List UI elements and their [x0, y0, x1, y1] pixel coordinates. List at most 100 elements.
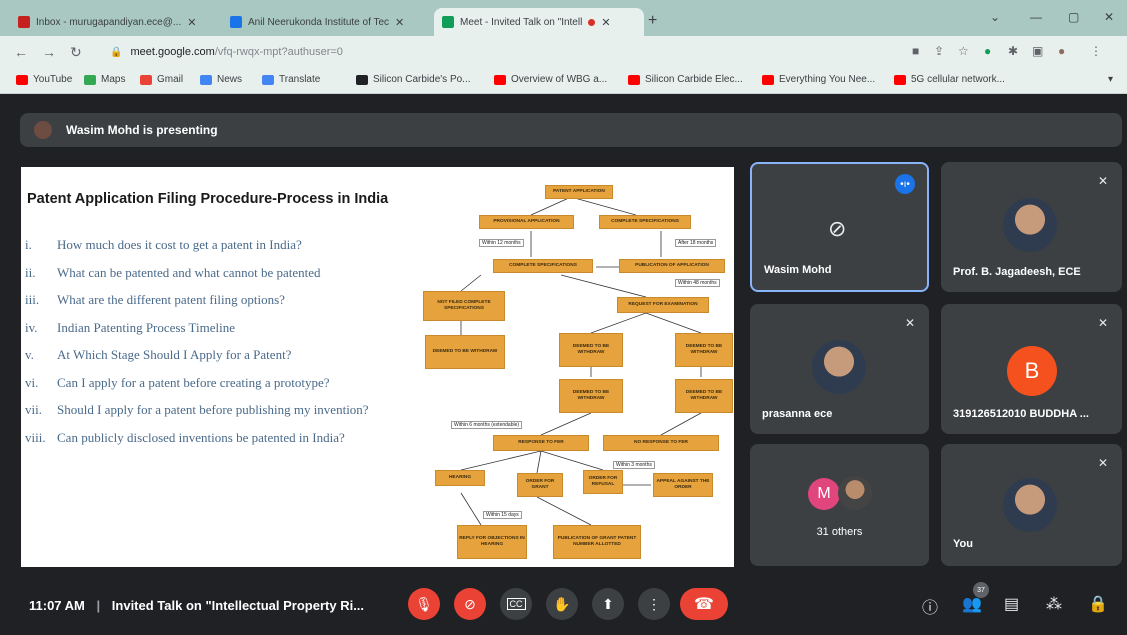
forward-icon[interactable]: →: [42, 44, 56, 60]
window-close-icon[interactable]: ✕: [1104, 10, 1115, 24]
participant-name: Prof. B. Jagadeesh, ECE: [953, 266, 1081, 278]
flow-label: Within 15 days: [483, 511, 522, 519]
list-text: Should I apply for a patent before publi…: [57, 402, 369, 417]
extension-icon[interactable]: ●: [984, 44, 992, 58]
list-number: ii.: [25, 264, 36, 280]
slide-title: Patent Application Filing Procedure-Proc…: [27, 191, 389, 207]
bookmark-everything-you-need[interactable]: Everything You Nee...: [762, 74, 875, 85]
bookmark-maps[interactable]: Maps: [84, 74, 125, 85]
more-options-button[interactable]: ⋮: [638, 588, 670, 620]
close-icon[interactable]: ✕: [395, 16, 405, 29]
address-bar-row: ← → ↻ 🔒 meet.google.com/vfq-rwqx-mpt?aut…: [0, 36, 1127, 68]
close-icon[interactable]: ✕: [187, 16, 197, 29]
flow-label: Within 6 months (extendable): [451, 421, 523, 429]
list-text: What can be patented and what cannot be …: [57, 264, 321, 280]
list-text: At Which Stage Should I Apply for a Pate…: [57, 347, 292, 362]
bookmark-silicon-carbide-po[interactable]: Silicon Carbide's Po...: [356, 74, 471, 85]
host-controls-icon[interactable]: 🔒: [1088, 596, 1108, 613]
youtube-icon: [628, 74, 640, 85]
maps-icon: [84, 74, 96, 85]
news-icon: [200, 74, 212, 85]
avatar: M: [808, 478, 840, 510]
presenter-avatar: [34, 121, 52, 139]
chat-icon[interactable]: ▤: [1004, 596, 1020, 613]
bookmark-label: Translate: [279, 74, 321, 85]
camera-icon[interactable]: ■: [912, 44, 920, 58]
bookmark-label: Maps: [101, 74, 126, 85]
camera-toggle-button[interactable]: ⊘: [454, 588, 486, 620]
people-icon[interactable]: 👥: [962, 596, 982, 613]
menu-icon[interactable]: ⋮: [1090, 44, 1102, 58]
flow-label: Within 12 months: [479, 239, 524, 247]
maximize-icon[interactable]: ▢: [1068, 10, 1080, 24]
participant-tile-others[interactable]: M 31 others: [750, 444, 929, 566]
flow-box: APPEAL AGAINST THE ORDER: [653, 473, 713, 497]
presentation-slide: Patent Application Filing Procedure-Proc…: [21, 167, 734, 567]
list-item: vii.Should I apply for a patent before p…: [25, 402, 369, 430]
new-tab-icon[interactable]: +: [648, 12, 658, 29]
meeting-title: Invited Talk on "Intellectual Property R…: [111, 598, 365, 613]
participant-tile-prasanna[interactable]: ✕ prasanna ece: [750, 304, 929, 434]
flow-box: PROVISIONAL APPLICATION: [479, 215, 574, 229]
close-icon[interactable]: ✕: [601, 16, 611, 29]
url-host: meet.google.com: [130, 46, 215, 58]
share-icon[interactable]: ⇪: [934, 44, 945, 58]
bookmark-gmail[interactable]: Gmail: [140, 74, 183, 85]
avatar: B: [1007, 346, 1057, 396]
mic-off-icon: ✕: [1097, 316, 1108, 330]
mic-toggle-button[interactable]: 🎙: [408, 588, 440, 620]
leave-call-button[interactable]: ☎: [680, 588, 728, 620]
gmail-icon: [140, 74, 152, 85]
question-list: i.How much does it cost to get a patent …: [25, 237, 369, 457]
tab-inbox[interactable]: Inbox - murugapandiyan.ece@... ✕: [10, 8, 220, 36]
bookmark-overview-wbg[interactable]: Overview of WBG a...: [494, 74, 607, 85]
flow-box: DEEMED TO BE WITHDRAW: [675, 333, 733, 367]
flow-box: COMPLETE SPECIFICATIONS: [599, 215, 691, 229]
chevron-down-icon[interactable]: ▾: [1108, 74, 1114, 85]
puzzle-icon[interactable]: ✱: [1008, 44, 1019, 58]
star-icon[interactable]: ☆: [958, 44, 969, 58]
list-text: What are the different patent filing opt…: [57, 292, 285, 307]
tab-title: Inbox - murugapandiyan.ece@...: [36, 16, 182, 28]
camera-off-icon: ⊘: [464, 595, 476, 612]
reload-icon[interactable]: ↻: [70, 44, 82, 60]
sidepanel-icon[interactable]: ▣: [1032, 44, 1044, 58]
url-input[interactable]: 🔒 meet.google.com/vfq-rwqx-mpt?authuser=…: [96, 40, 916, 64]
flowchart-connectors: [460, 196, 702, 526]
list-item: vi.Can I apply for a patent before creat…: [25, 375, 369, 403]
mic-off-icon: ✕: [904, 316, 915, 330]
participant-tile-wasim[interactable]: •ı• ⊘ Wasim Mohd: [750, 162, 929, 292]
info-icon[interactable]: ⓘ: [922, 600, 939, 617]
bookmarks-bar: YouTube Maps Gmail News Translate Silico…: [0, 68, 1127, 94]
list-number: vi.: [25, 374, 39, 390]
tab-institute[interactable]: Anil Neerukonda Institute of Tec ✕: [222, 8, 432, 36]
list-text: Indian Patenting Process Timeline: [57, 319, 236, 335]
bookmark-youtube[interactable]: YouTube: [16, 74, 72, 85]
present-button[interactable]: ⬆: [592, 588, 624, 620]
back-icon[interactable]: ←: [14, 44, 28, 60]
flow-box: DEEMED TO BE WITHDRAW: [559, 333, 623, 367]
captions-button[interactable]: CC: [500, 588, 532, 620]
tab-meet[interactable]: Meet - Invited Talk on "Intell ✕: [434, 8, 644, 36]
participant-tile-jagadeesh[interactable]: ✕ Prof. B. Jagadeesh, ECE: [941, 162, 1122, 292]
flow-box: DEEMED TO BE WITHDRAW: [559, 379, 623, 413]
bookmark-news[interactable]: News: [200, 74, 242, 85]
flow-label: Within 48 months: [675, 279, 720, 287]
participant-tile-buddha[interactable]: ✕ B 319126512010 BUDDHA ...: [941, 304, 1122, 434]
mic-off-icon: ✕: [1097, 456, 1108, 470]
participant-photo: [838, 476, 872, 510]
participant-tile-you[interactable]: ✕ You: [941, 444, 1122, 566]
gmail-icon: [18, 16, 30, 28]
minimize-icon[interactable]: —: [1030, 10, 1042, 24]
bookmark-5g-cellular[interactable]: 5G cellular network...: [894, 74, 1005, 85]
raise-hand-button[interactable]: ✋: [546, 588, 578, 620]
activities-icon[interactable]: ⁂: [1046, 596, 1062, 613]
bookmark-label: Silicon Carbide Elec...: [645, 74, 743, 85]
profile-avatar[interactable]: ●: [1058, 44, 1066, 58]
list-item: iii.What are the different patent filing…: [25, 292, 369, 320]
bookmark-label: Everything You Nee...: [779, 74, 876, 85]
bookmark-translate[interactable]: Translate: [262, 74, 320, 85]
bookmark-label: Gmail: [157, 74, 184, 85]
chevron-down-icon[interactable]: ⌄: [990, 10, 1001, 24]
bookmark-silicon-carbide-elec[interactable]: Silicon Carbide Elec...: [628, 74, 743, 85]
